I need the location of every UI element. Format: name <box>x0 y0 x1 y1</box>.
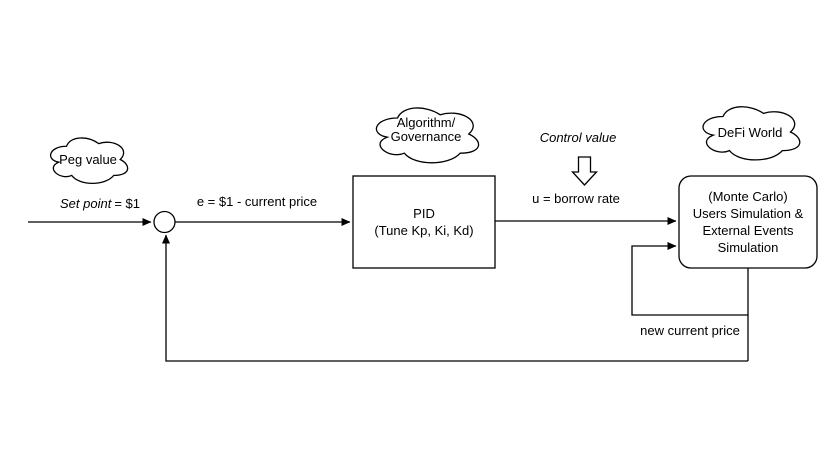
defi-world-cloud-label: DeFi World <box>717 125 783 140</box>
control-value-block-arrow <box>571 156 598 186</box>
pid-box-line-1: PID <box>413 206 435 221</box>
pid-box <box>352 175 496 269</box>
simulation-box-line-2: Users Simulation & <box>692 206 804 221</box>
pid-box-line-2: (Tune Kp, Ki, Kd) <box>374 223 474 238</box>
algorithm-governance-cloud <box>375 107 480 164</box>
feedback-arrow <box>162 234 748 362</box>
defi-world-cloud <box>702 106 801 161</box>
peg-value-cloud-label: Peg value <box>59 152 117 167</box>
peg-value-cloud <box>49 137 129 184</box>
inner-feedback-arrow <box>631 242 748 316</box>
simulation-box-line-1: (Monte Carlo) <box>708 189 788 204</box>
simulation-box-label: (Monte Carlo) Users Simulation & Externa… <box>679 176 817 268</box>
simulation-box-line-3: External Events <box>702 223 794 238</box>
set-point-label-value: = $1 <box>114 196 140 211</box>
borrow-rate-label: u = borrow rate <box>532 191 620 206</box>
set-point-label-italic: Set point <box>60 196 112 211</box>
set-point-label: Set point= $1 <box>60 197 140 211</box>
algorithm-governance-cloud-label: Algorithm/ Governance <box>391 116 462 144</box>
control-value-label: Control value <box>539 130 617 145</box>
pid-box-label: PID (Tune Kp, Ki, Kd) <box>353 176 495 268</box>
new-current-price-label: new current price <box>640 323 740 338</box>
sum-junction-circle <box>153 210 176 234</box>
algorithm-cloud-line-2: Governance <box>390 129 462 144</box>
error-label: e = $1 - current price <box>196 194 318 209</box>
simulation-box-line-4: Simulation <box>717 240 779 255</box>
algorithm-cloud-line-1: Algorithm/ <box>396 115 456 130</box>
